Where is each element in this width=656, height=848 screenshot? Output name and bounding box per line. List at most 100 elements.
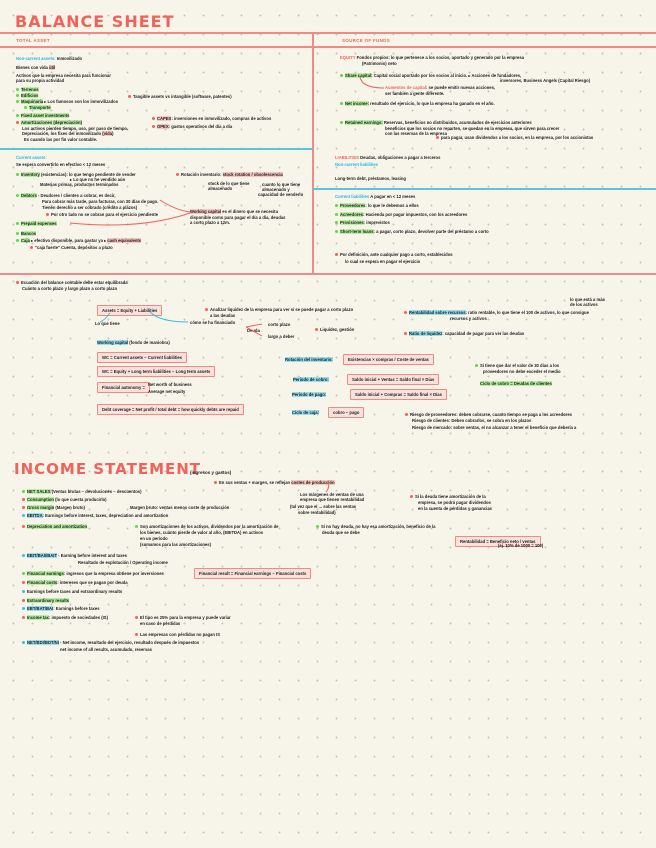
note-text: ▸ Los famosos son los inmovilizados [43,99,119,104]
note-text: costes de producción [291,480,335,485]
note-text: Los márgenes de ventas de una [300,492,364,497]
note-text: cómo se ha financiado [190,320,236,325]
income-statement-subtitle: (ingresos y gastos) [190,470,232,475]
note-text: Riesgo de mercado: sobre ventas, el no a… [412,425,577,430]
note-text: : imprevistos [363,220,390,225]
note-text: con las reservas de la empresa [385,131,447,136]
note-text: Periodo de cobro: [293,377,329,382]
note-text: Resultado de explotación / Operating inc… [78,560,168,565]
balance-sheet-note: Cuánto a corto plazo y largo plazo a cor… [22,286,117,291]
note-text: (sumamos para las amortizaciones) [140,542,211,547]
note-text: (ej. 10% de 1000 = 100) [498,543,544,548]
arrow-icon [359,76,385,89]
bullet-icon [340,121,343,125]
note-text: Proveedores [340,203,366,208]
note-text: lo cual se espera en pagar el ejercicio [345,259,421,264]
note-text: ▸ Lo que no he vendido aún [70,177,126,182]
bullet-icon [16,194,19,198]
balance-sheet-note: Rotación inventario: stock rotation / ob… [176,172,283,177]
bullet-icon [316,525,319,529]
income-statement-note: EBIT/BAII/BAIT - Earning before interest… [22,553,127,558]
balance-sheet-note: Es cuando las por fin valor contable. [24,137,97,142]
balance-sheet-formula-box: Existencias × compras / Coste de ventas [343,354,434,365]
note-text: para pagar, usan dividendos a los socios… [441,135,594,140]
note-text: net income of all results, acumulado, re… [60,647,152,652]
note-text: Fondos propios: lo que pertenece a los s… [355,55,524,60]
income-statement-note: deuda que se debe [322,530,360,535]
note-text: largo a deber [268,334,295,339]
note-text: beneficios que los socios no reparten, s… [385,126,560,131]
balance-sheet-note: Ecuación del balance contable debe estar… [16,280,128,285]
note-text: los bienes, cuánto pierde de valor al añ… [140,530,264,535]
note-text: Reservas, beneficios no distribuidos, ac… [382,120,532,125]
balance-sheet-note: Se espera convertirlo en efectivo < 12 m… [16,162,105,167]
note-text: : lo que le debemos a ellos [365,203,419,208]
note-text: : Earnings before interest, taxes, depre… [42,513,169,518]
note-text: Debtors [21,193,37,198]
note-text: (lo que cuesta producirlo) [53,497,107,502]
note-text: stock de lo que tiene [208,181,250,186]
note-text: Consumption [27,497,54,502]
balance-sheet-note: Periodo de pago: [292,392,327,397]
note-text: Por definición, ante cualquier pago a co… [340,252,453,257]
balance-sheet-note: cuanto lo que tiene [262,182,300,187]
balance-sheet-note: CAPEX: inversiones en inmovilizado, comp… [152,116,271,121]
bullet-icon [22,572,25,576]
note-text: Deudas, obligaciones a pagar a terceros [358,155,441,160]
note-text: : ratio rentable, lo que tiene el 100 de… [465,310,589,315]
note-text: En sus ventas + margen, se reflejan [219,480,292,485]
bullet-icon [340,102,343,106]
balance-sheet-note: para pagar, usan dividendos a los socios… [436,135,593,140]
note-text: empresa que tienen rentabilidad [300,497,365,502]
note-text: WC = Equity + Long term liabilities − Lo… [102,369,211,374]
balance-sheet-note: Ratio de liquidez: capacidad de pagar pa… [404,331,524,336]
balance-sheet-formula-box: cobro − pago [328,407,365,418]
balance-sheet-note: inversores, Business Angels (Capital Rie… [500,78,590,83]
note-text: corto plazo [268,322,291,327]
bullet-icon [22,641,25,645]
note-text: LIABILITIES [335,155,359,160]
income-statement-note: (tal vez que el ... sobre las ventas [290,504,356,509]
bullet-icon [16,94,19,98]
income-statement-formula-box: Rentabilidad = Beneficio neto / ventas [455,536,541,547]
note-text: inversores, Business Angels (Capital Rie… [500,78,591,83]
balance-sheet-note: Provisiones: imprevistos [335,220,390,225]
note-text: Riesgo de proveedores: deben cobrarse, c… [410,412,572,417]
balance-sheet-note: Periodo de cobro: [293,377,329,382]
balance-sheet-note: Terrenos [16,87,39,92]
balance-sheet-note: stock de lo que tiene [208,181,249,186]
note-text: Cuánto a corto plazo y largo plazo a cor… [22,286,118,291]
balance-sheet-note: Non-current assets: Inmovilizado [16,56,82,61]
balance-sheet-formula-box: WC = Equity + Long term liabilities − Lo… [97,366,216,377]
note-text: : a pagar, corto plazo, devolver parte d… [373,229,489,234]
balance-sheet-note: recursos y activos [450,316,487,321]
note-text: Depreciation and amortization [27,524,88,529]
income-statement-note: Si la deuda tiene amortización de la [410,494,486,499]
note-text: Ciclo de cobro = Deudas de clientes [480,381,552,386]
note-text: cash equivalents [107,238,142,243]
balance-sheet-note: Por otro lado no se cobran para el ejerc… [46,212,158,217]
arrow-icon [159,199,191,213]
column-divider [312,32,314,274]
note-text: Working capital [190,209,222,214]
bullet-icon [16,173,19,177]
balance-sheet-note: Para cobrar más tarde, para facturas, co… [42,199,158,204]
income-statement-note: Gross margin (Margen bruto) [22,505,85,510]
balance-sheet-note: Transporte [24,105,51,110]
balance-sheet-note: Rotación del inventario: [285,357,333,362]
note-text: Non-current assets: [16,56,56,61]
income-statement-note: Margen bruto: ventas menos coste de prod… [130,505,229,510]
balance-sheet-note: de los activos [570,302,598,307]
note-text: Inmovilizado [55,56,83,61]
balance-sheet-note: Los activos pierden tiempo, uso, por pas… [22,126,128,131]
note-text: Liquidez, gestión [320,327,355,332]
income-statement-note: en un período [140,536,168,541]
note-text: Riesgo de clientes: Deben cobrarlos, se … [412,418,532,423]
bullet-icon [16,88,19,92]
income-statement-note: NET/BDI/BDT/NI - Net income, resultado d… [22,640,199,645]
divider [0,46,656,48]
balance-sheet-note: Por definición, ante cualquier pago a co… [335,252,453,257]
balance-sheet-formula-box: Financial autonomy = [97,382,150,393]
arrow-icon [245,323,263,328]
note-text: Rotación del inventario: [285,357,333,362]
